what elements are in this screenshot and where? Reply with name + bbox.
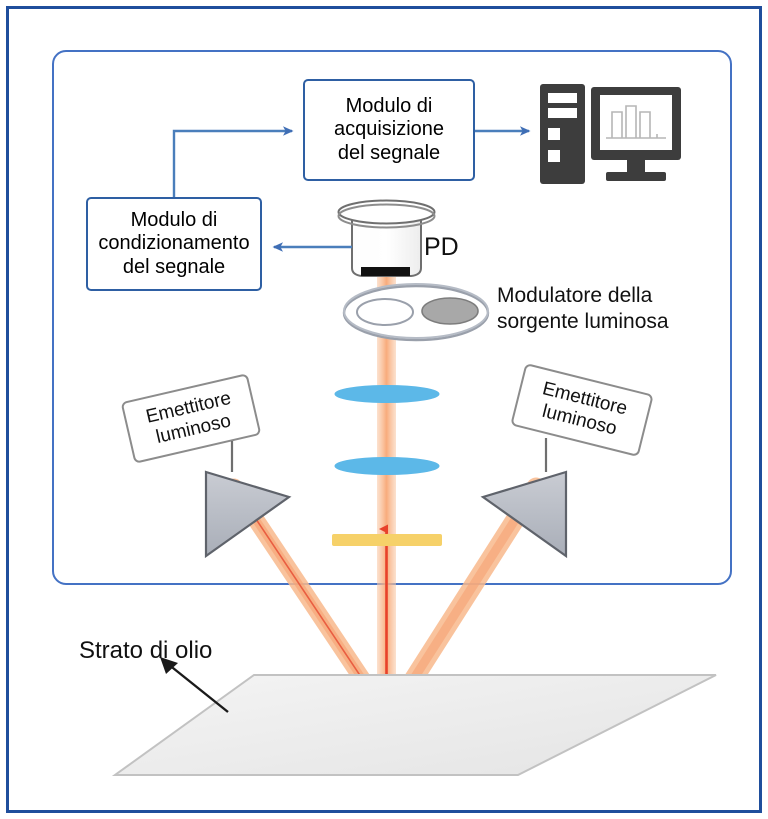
modulator-label-line-2: sorgente luminosa [497,309,669,333]
conditioning-line-2: condizionamento [98,232,250,255]
conditioning-line-1: Modulo di [130,208,218,231]
modulator-label-line-1: Modulatore della [497,284,653,307]
oil-layer-label: Strato di olio [79,637,213,664]
acquisition-module-box[interactable]: Modulo di acquisizione del segnale [303,79,475,181]
conditioning-module-box[interactable]: Modulo di condizionamento del segnale [86,197,262,291]
acquisition-line-1: Modulo di [345,94,433,117]
acquisition-line-2: acquisizione [333,118,445,141]
acquisition-line-3: del segnale [337,141,441,164]
photodetector-label: PD [424,233,459,261]
outer-frame-border [6,6,762,813]
conditioning-line-3: del segnale [122,255,226,278]
modulator-label: Modulatore della sorgente luminosa [497,283,712,334]
